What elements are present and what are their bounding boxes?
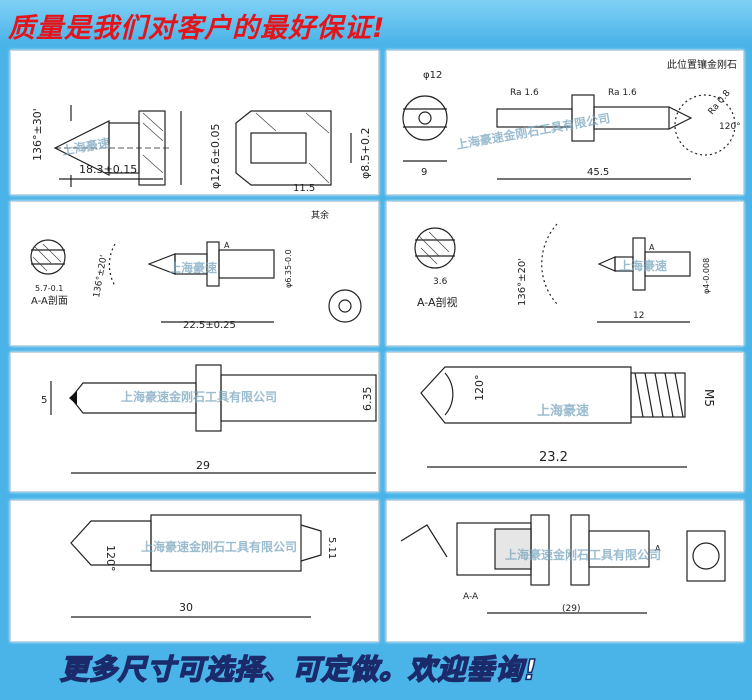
d5-len: 29 [196,459,210,472]
d7-len: 30 [179,601,193,614]
d8-len: (29) [562,604,580,614]
d2-len: 45.5 [587,167,609,178]
d3-sec-dim: 5.7-0.1 [35,284,63,293]
d2-w9: 9 [421,167,427,178]
drawing-5: 5 6.35 29 上海豪速金刚石工具有限公司 [41,364,377,474]
drawing-panel-3: 其余 136°±20' A-A剖面 5.7-0.1 22.5±0.25 φ6.3… [10,201,379,346]
drawing-1: 136°±30' φ12.6±0.05 18.3±0.15 φ8.5+0.2 1… [31,105,372,194]
d2-ra1: Ra 1.6 [510,88,539,98]
d5-dia: 6.35 [361,387,374,412]
drawing-panel-1: 136°±30' φ12.6±0.05 18.3±0.15 φ8.5+0.2 1… [10,50,379,195]
d8-a: A [655,544,661,553]
d1-angle: 136°±30' [31,108,44,161]
d3-len: 22.5±0.25 [183,320,236,331]
d2-ra3: Ra 0.8 [707,88,733,117]
d1-cone-len: 11.5 [293,183,315,194]
drawing-2: 此位置镶金刚石 φ12 9 Ra 1.6 Ra 1.6 45.5 120° Ra… [402,58,741,180]
drawing-panel-2: 此位置镶金刚石 φ12 9 Ra 1.6 Ra 1.6 45.5 120° Ra… [386,50,744,195]
d2-dia12: φ12 [423,70,442,81]
d4-section: A-A剖视 [417,295,458,309]
drawing-4: A-A剖视 3.6 136°±20' 12 φ4-0.008 A 上海豪速 [414,223,711,323]
d1-watermark: 上海豪速 [61,135,111,158]
drawing-panel-7: 120° 5.11 30 上海豪速金刚石工具有限公司 [10,500,379,642]
d7-dia: 5.11 [326,537,337,559]
footer-text: 更多尺寸可选择、可定做。欢迎垂询! [59,652,538,687]
d4-angle: 136°±20' [517,258,528,306]
d6-watermark: 上海豪速 [537,403,589,419]
headline: 质量是我们对客户的最好保证! [8,13,386,44]
d5-watermark: 上海豪速金刚石工具有限公司 [121,389,277,404]
d8-watermark: 上海豪速金刚石工具有限公司 [505,547,661,562]
d4-w: 3.6 [433,277,448,287]
drawing-panel-6: 120° M5 23.2 上海豪速 [386,352,744,492]
drawing-panel-5: 5 6.35 29 上海豪速金刚石工具有限公司 [10,352,379,492]
d7-watermark: 上海豪速金刚石工具有限公司 [141,539,297,554]
d4-a: A [649,243,655,252]
d1-cone-dia: φ8.5+0.2 [359,128,372,179]
drawing-panel-8: (29) A-A A 上海豪速金刚石工具有限公司 [386,500,744,642]
d6-thread: M5 [702,389,716,407]
d3-dia: φ6.35-0.0 [284,249,293,288]
d1-dia: φ12.6±0.05 [209,124,222,189]
d3-a: A [224,241,230,250]
drawing-8: (29) A-A A 上海豪速金刚石工具有限公司 [400,514,726,614]
d5-h: 5 [41,395,47,406]
d3-section: A-A剖面 [31,294,68,307]
drawing-3: 其余 136°±20' A-A剖面 5.7-0.1 22.5±0.25 φ6.3… [30,209,362,331]
drawing-7: 120° 5.11 30 上海豪速金刚石工具有限公司 [70,514,337,618]
d7-angle: 120° [104,545,117,572]
d2-watermark: 上海豪速金刚石工具有限公司 [455,110,611,152]
d4-len: 12 [633,311,644,321]
d4-watermark: 上海豪速 [619,258,667,273]
top-banner [0,0,752,44]
d3-watermark: 上海豪速 [169,260,217,275]
d3-surface: 其余 [311,209,329,221]
drawing-6: 120° M5 23.2 上海豪速 [420,366,716,468]
d8-sec: A-A [463,592,479,602]
drawing-panel-4: A-A剖视 3.6 136°±20' 12 φ4-0.008 A 上海豪速 [386,201,744,346]
d2-angle: 120° [719,122,741,132]
d6-len: 23.2 [539,450,568,465]
d4-dia: φ4-0.008 [702,258,711,294]
d1-length: 18.3±0.15 [79,163,137,176]
d2-ra2: Ra 1.6 [608,88,637,98]
d6-angle: 120° [473,375,486,402]
d3-angle: 136°±20' [92,254,109,298]
d2-note: 此位置镶金刚石 [667,58,737,71]
